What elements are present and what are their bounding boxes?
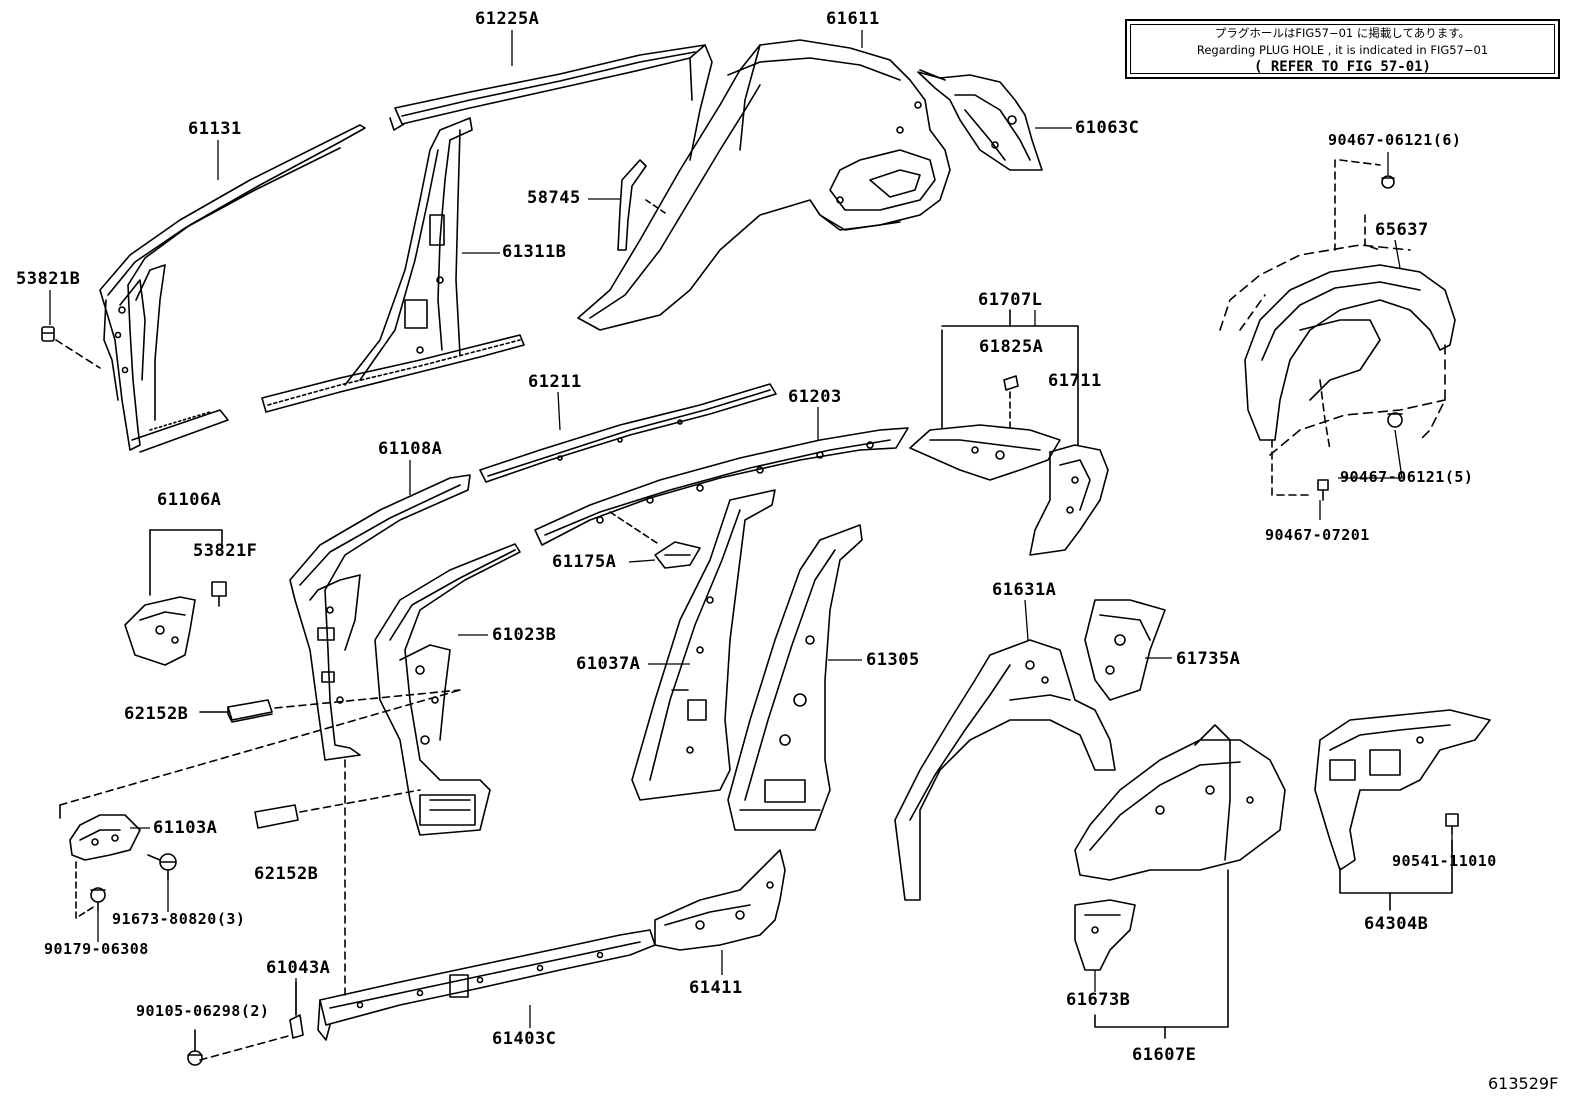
part-61707L-drawing [909,309,1109,556]
label-62152B-lower[interactable]: 62152B [254,864,319,884]
label-61211[interactable]: 61211 [528,372,582,392]
part-61411-drawing [654,849,786,951]
part-61311B-drawing [261,117,525,413]
label-62152B-upper[interactable]: 62152B [124,704,189,724]
part-64304B-drawing [1314,709,1491,911]
label-90467-07201[interactable]: 90467-07201 [1265,526,1370,544]
part-61611-drawing [577,39,951,331]
note-english: Regarding PLUG HOLE , it is indicated in… [1196,43,1489,57]
label-61063C[interactable]: 61063C [1075,118,1140,138]
reference-note-box: プラグホールはFIG57−01 に掲載してあります。 Regarding PLU… [1125,19,1560,79]
part-61735A-drawing [1084,599,1166,701]
label-61707L[interactable]: 61707L [978,290,1043,310]
label-61711[interactable]: 61711 [1048,371,1102,391]
label-91673-80820-3[interactable]: 91673-80820(3) [112,910,246,928]
label-61607E[interactable]: 61607E [1132,1045,1197,1065]
label-53821B[interactable]: 53821B [16,269,81,289]
part-61131-drawing [99,124,366,453]
part-61225A-drawing [389,44,713,161]
label-61403C[interactable]: 61403C [492,1029,557,1049]
label-61103A[interactable]: 61103A [153,818,218,838]
part-61108A-drawing [289,474,471,761]
label-61106A[interactable]: 61106A [157,490,222,510]
label-64304B[interactable]: 64304B [1364,914,1429,934]
label-61311B[interactable]: 61311B [502,242,567,262]
part-58745-drawing [617,159,669,251]
label-61225A[interactable]: 61225A [475,9,540,29]
part-61305-drawing [727,524,863,831]
part-61106A-drawing [124,529,227,666]
part-53821B-drawing [41,326,101,369]
label-61108A[interactable]: 61108A [378,439,443,459]
part-61631A-drawing [894,639,1116,901]
label-61037A[interactable]: 61037A [576,654,641,674]
label-53821F[interactable]: 53821F [193,541,258,561]
label-61825A[interactable]: 61825A [979,337,1044,357]
label-90179-06308[interactable]: 90179-06308 [44,940,149,958]
part-61403C-drawing [317,759,656,1041]
label-61175A[interactable]: 61175A [552,552,617,572]
label-90467-06121-5[interactable]: 90467-06121(5) [1340,468,1474,486]
label-65637[interactable]: 65637 [1375,220,1429,240]
label-61735A[interactable]: 61735A [1176,649,1241,669]
label-61203[interactable]: 61203 [788,387,842,407]
label-90105-06298-2[interactable]: 90105-06298(2) [136,1002,270,1020]
part-61037A-drawing [631,489,776,801]
label-61673B[interactable]: 61673B [1066,990,1131,1010]
part-61023B-drawing [374,543,521,836]
part-61211-drawing [479,383,777,483]
label-90541-11010[interactable]: 90541-11010 [1392,852,1497,870]
part-61203-drawing [534,427,909,546]
label-61411[interactable]: 61411 [689,978,743,998]
label-90467-06121-6[interactable]: 90467-06121(6) [1328,131,1462,149]
label-61631A[interactable]: 61631A [992,580,1057,600]
label-61043A[interactable]: 61043A [266,958,331,978]
figure-code: 613529F [1488,1074,1559,1093]
part-62152B-drawing [199,689,461,829]
label-58745[interactable]: 58745 [527,188,581,208]
note-refer: ( REFER TO FIG 57-01) [1253,59,1431,75]
part-61103A-drawing [59,689,461,919]
part-61673B-drawing [1074,899,1136,971]
part-61175A-drawing [654,541,701,569]
label-61023B[interactable]: 61023B [492,625,557,645]
label-61611[interactable]: 61611 [826,9,880,29]
part-61043A-drawing [187,981,304,1066]
part-61063C-drawing [917,69,1043,171]
part-65637-drawing [1219,159,1456,501]
part-61607E-drawing [1074,724,1286,1039]
note-japanese: プラグホールはFIG57−01 に掲載してあります。 [1214,26,1471,40]
label-61305[interactable]: 61305 [866,650,920,670]
label-61131[interactable]: 61131 [188,119,242,139]
